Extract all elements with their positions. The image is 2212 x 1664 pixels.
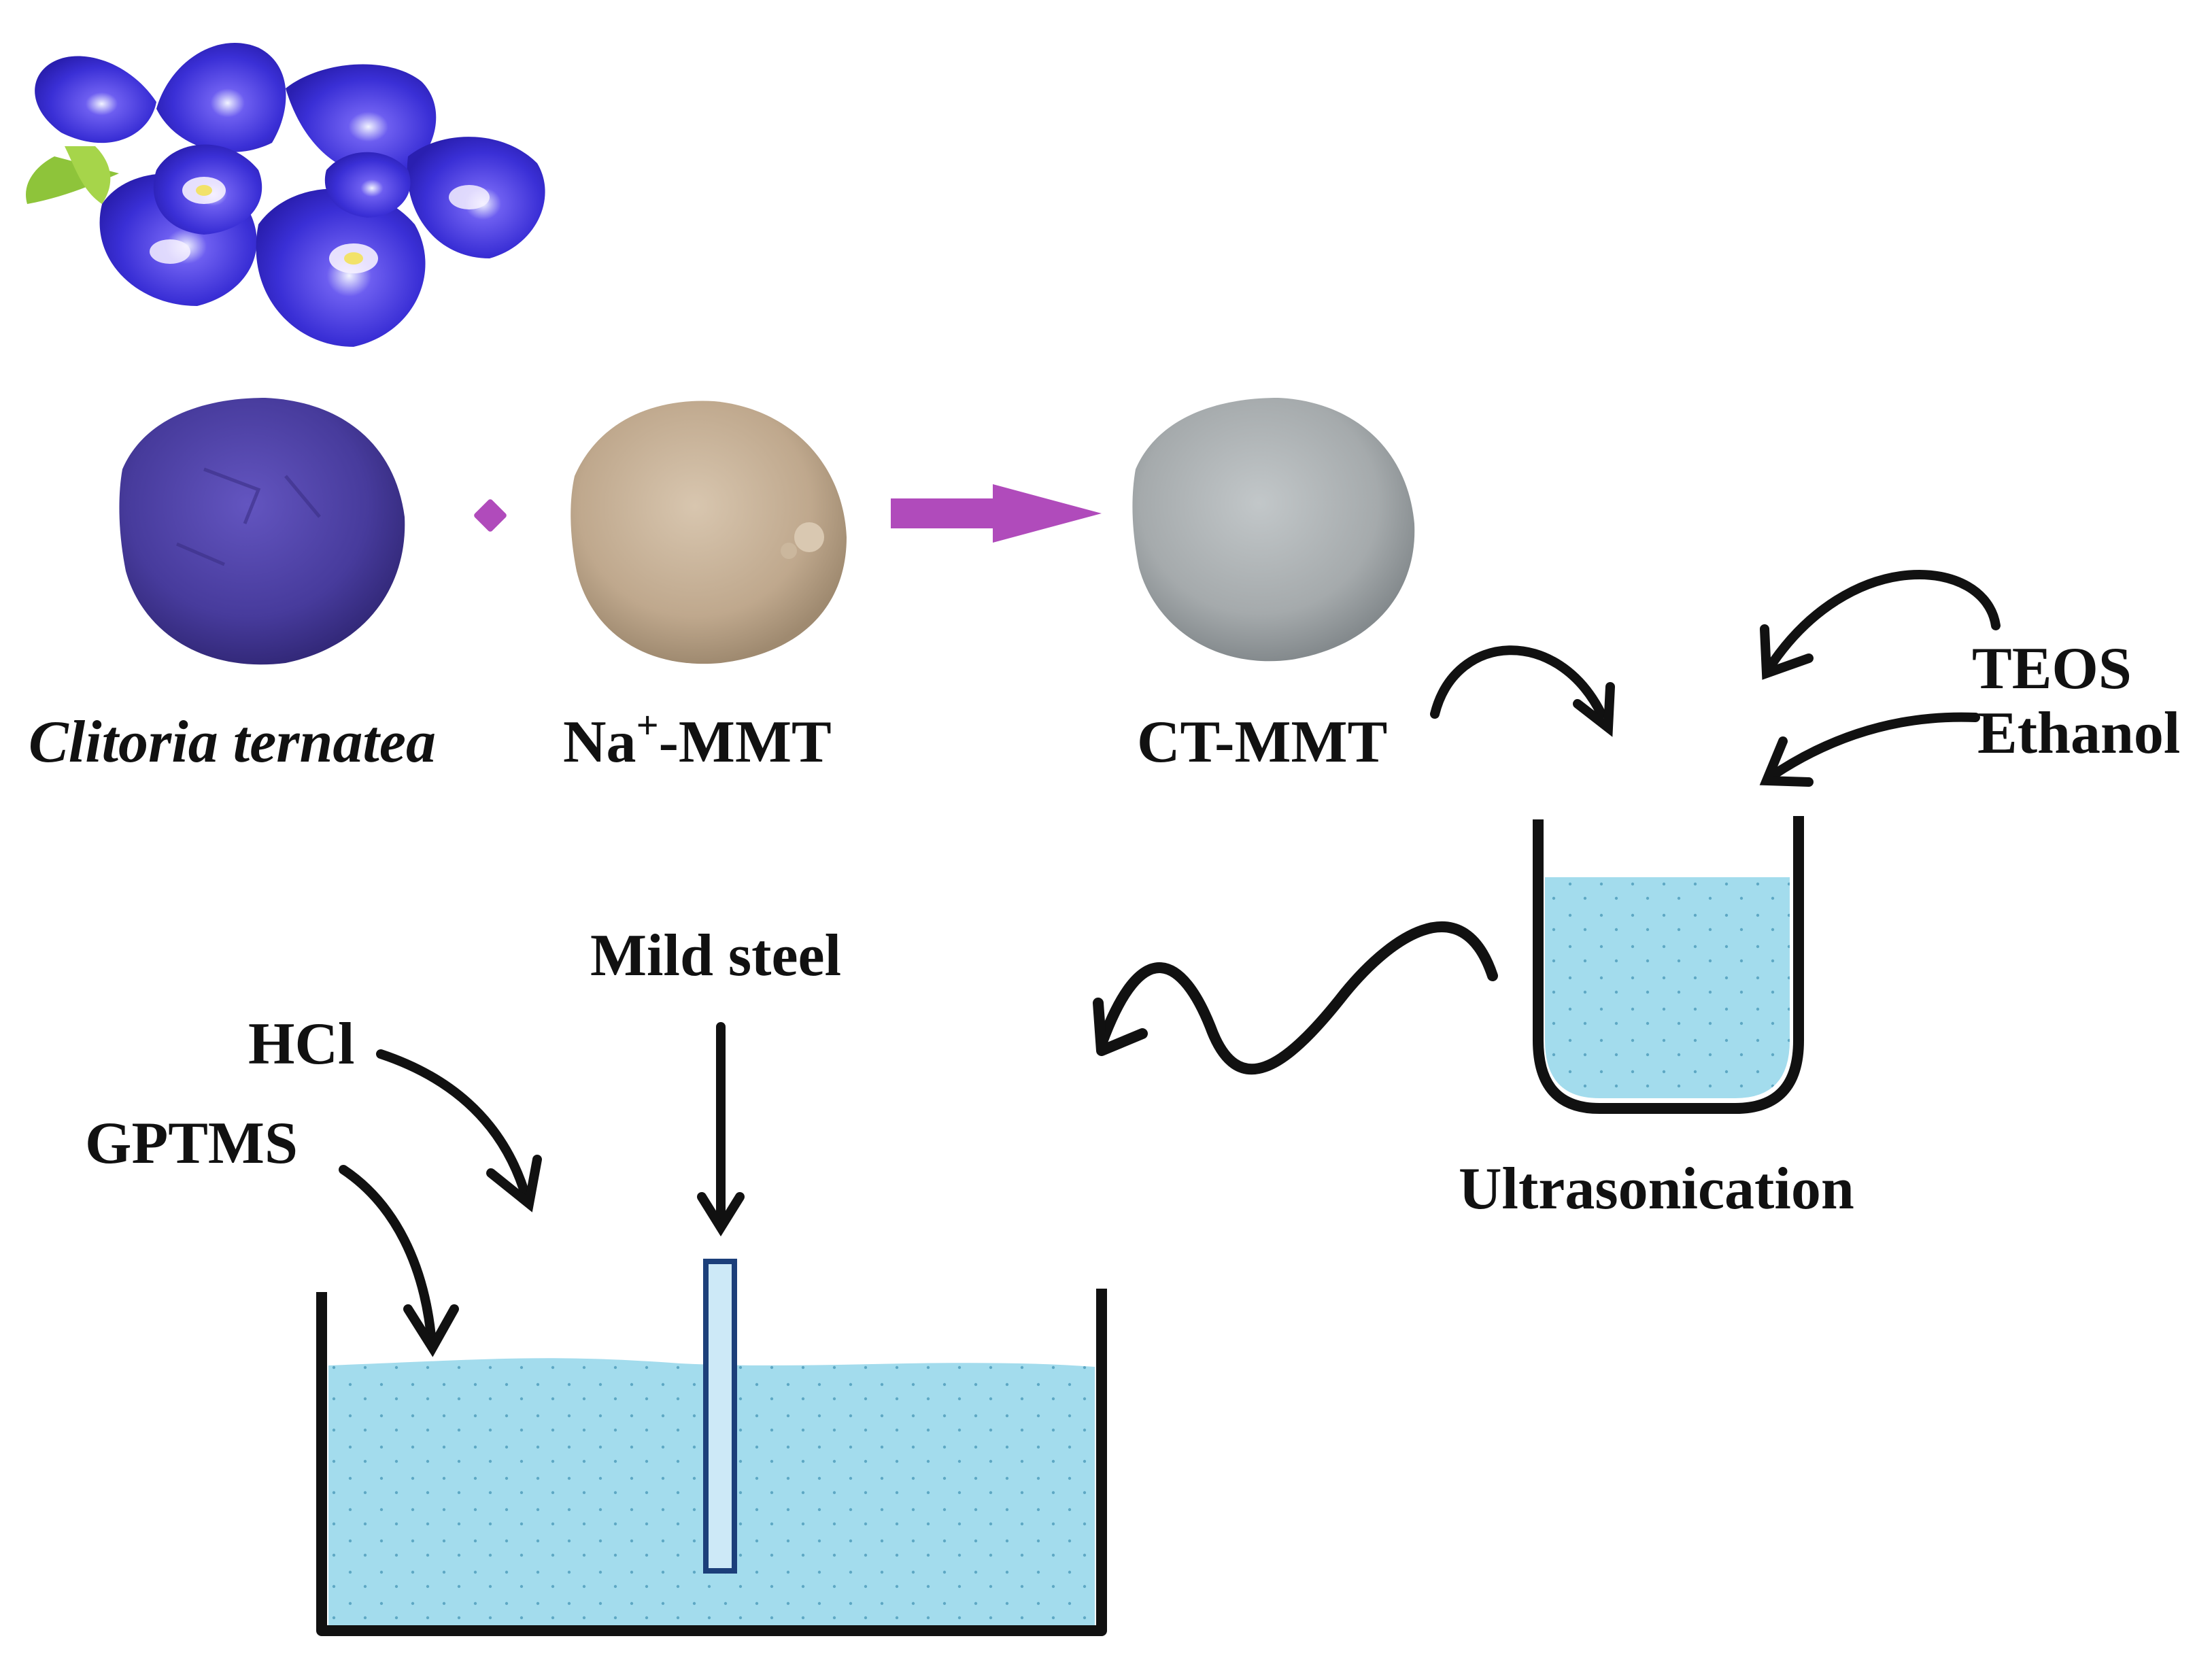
- plus-sign: [474, 499, 507, 532]
- teos-label: TEOS: [1972, 636, 2132, 702]
- mild-steel-electrode: [703, 1259, 737, 1574]
- arrow-teos-to-beaker: [1760, 570, 2001, 680]
- hcl-label: HCl: [248, 1011, 355, 1077]
- mild-steel-label: Mild steel: [590, 923, 842, 989]
- clitoria-ternatea-powder: [119, 398, 405, 665]
- ultrasonication-beaker: [1533, 816, 1804, 1114]
- arrow-mild-steel-down: [697, 1022, 745, 1237]
- na-mmt-charge: +: [636, 703, 659, 747]
- gptms-label: GPTMS: [85, 1110, 298, 1176]
- ct-mmt-powder: [1132, 398, 1415, 662]
- na-mmt-suffix: -MMT: [658, 709, 832, 775]
- ethanol-label: Ethanol: [1977, 700, 2181, 766]
- ultrasonication-label: Ultrasonication: [1459, 1156, 1854, 1222]
- arrow-gptms-to-tank: [339, 1165, 459, 1357]
- process-arrow: [891, 484, 1102, 543]
- clitoria-ternatea-label: Clitoria ternatea: [29, 709, 436, 775]
- arrow-hcl-to-tank: [376, 1049, 542, 1212]
- na-mmt-prefix: Na: [563, 709, 636, 775]
- butterfly-pea-flower-image: [26, 43, 545, 347]
- arrow-ethanol-to-beaker: [1759, 712, 1980, 787]
- na-mmt-powder: [571, 401, 847, 664]
- arrow-ct-mmt-to-beaker: [1430, 645, 1615, 737]
- ct-mmt-label: CT-MMT: [1137, 709, 1388, 775]
- wavy-arrow: [1093, 921, 1498, 1075]
- na-mmt-label: Na+-MMT: [563, 706, 832, 772]
